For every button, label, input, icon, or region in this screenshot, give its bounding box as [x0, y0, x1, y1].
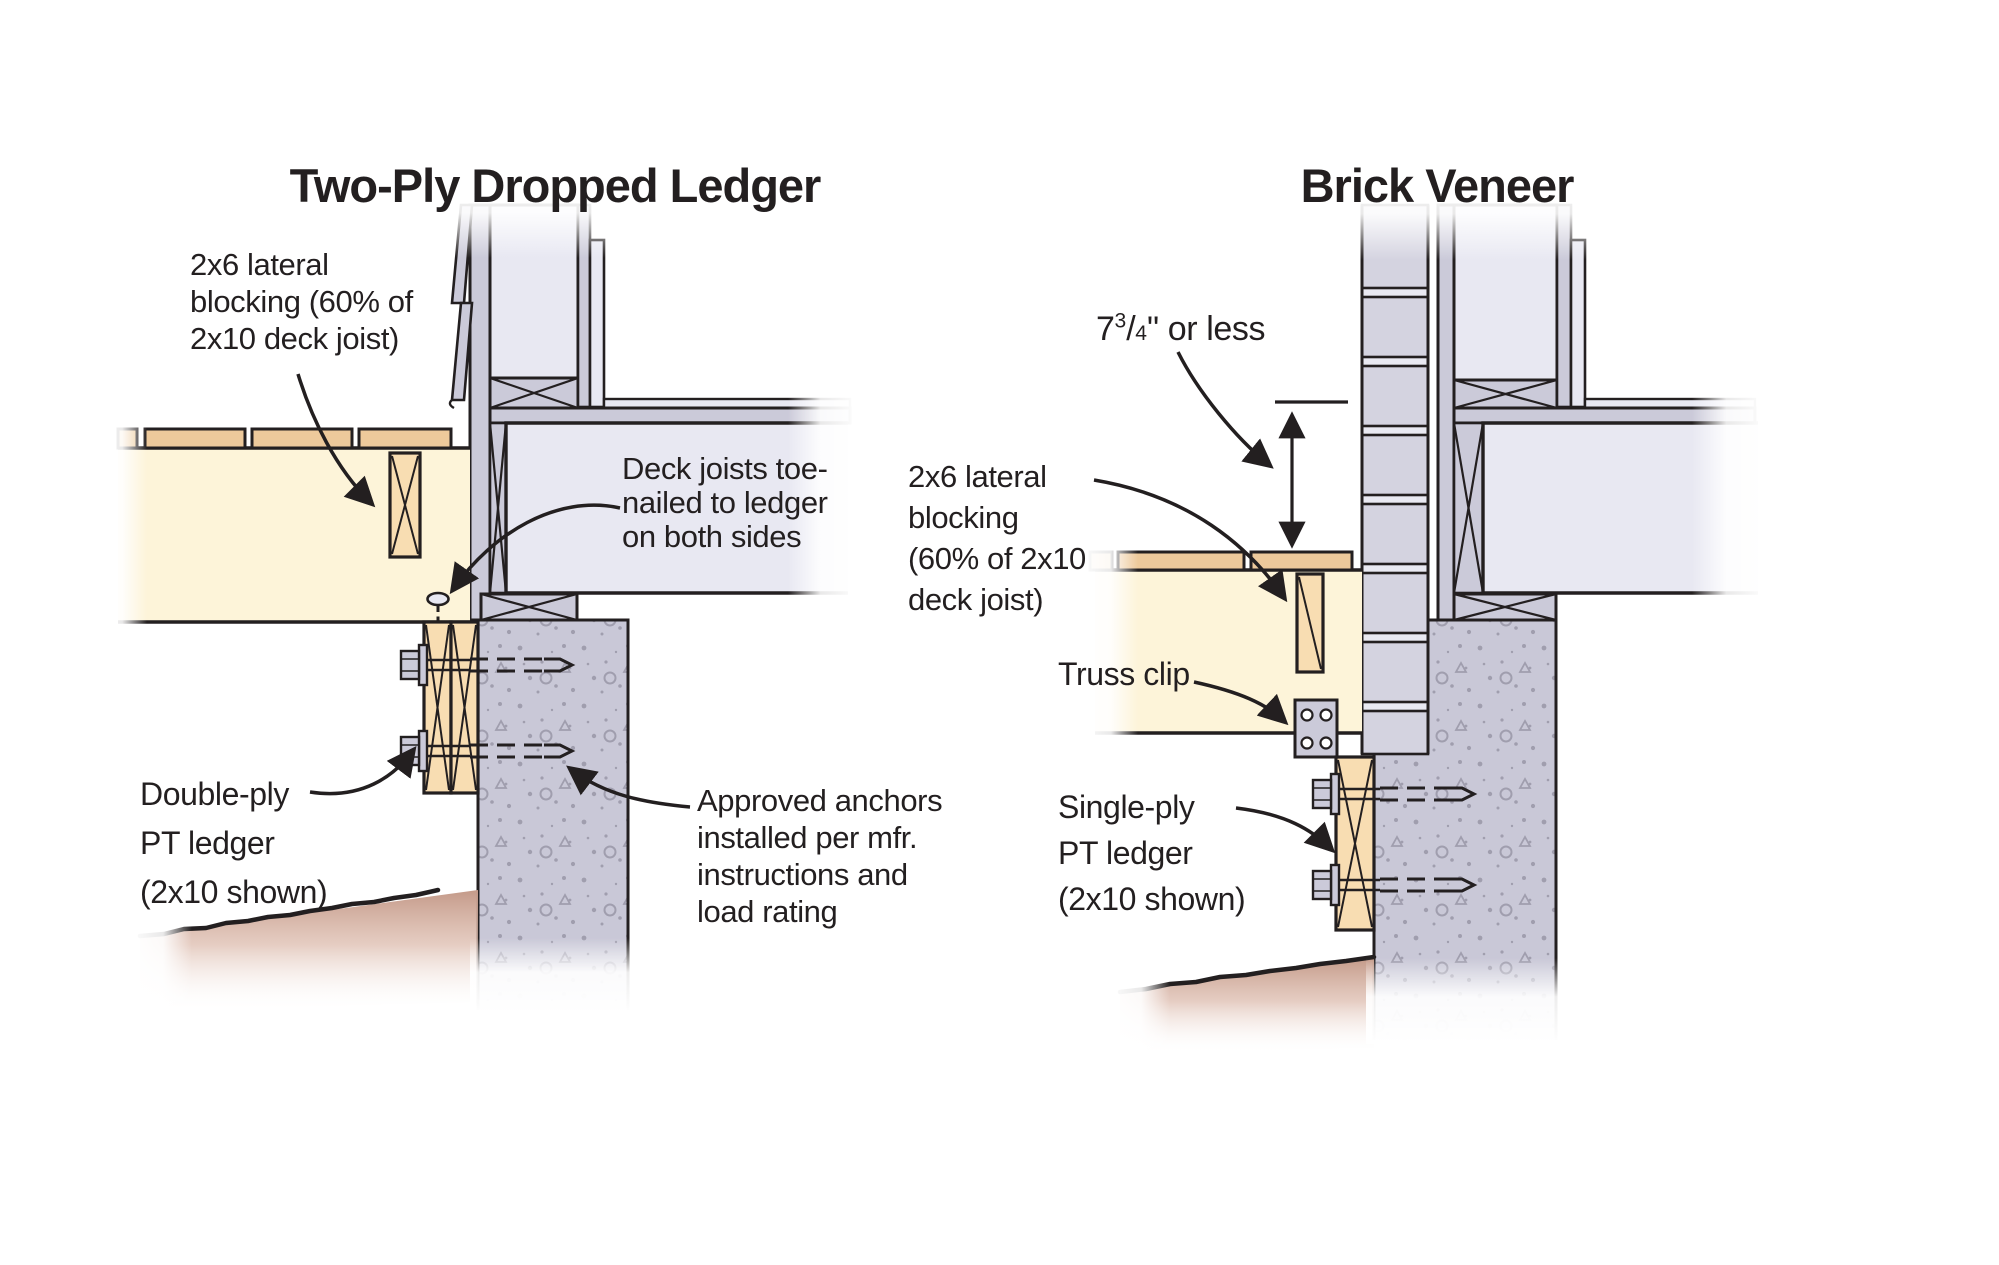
right-ledger-assembly — [1311, 755, 1478, 932]
label-right-truss-clip: Truss clip — [1058, 656, 1190, 692]
left-rim-joist-x — [488, 421, 508, 595]
arrow-right-dimension — [1176, 351, 1274, 469]
right-wall-fireblock-x — [1452, 378, 1559, 410]
left-anchor-bolt-top — [399, 643, 576, 687]
right-deck — [1088, 550, 1362, 759]
right-dimension-arrow — [1275, 400, 1348, 549]
label-left-ledger: Double-ply PT ledger (2x10 shown) — [140, 776, 328, 910]
left-wall-fireblock-x — [488, 376, 580, 410]
right-diagram-title: Brick Veneer — [1300, 159, 1575, 212]
arrow-left-ledger — [309, 746, 417, 796]
label-left-anchors: Approved anchors installed per mfr. inst… — [697, 783, 943, 929]
right-lateral-blocking — [1295, 572, 1325, 674]
left-deck — [116, 427, 470, 656]
right-wall — [1436, 203, 1758, 622]
arrow-right-truss — [1193, 680, 1289, 726]
right-anchor-bolt-top — [1311, 772, 1478, 816]
fade-overlays — [92, 168, 1768, 1058]
right-truss-clip — [1293, 698, 1339, 759]
right-sill-plate-x — [1452, 592, 1558, 622]
right-decking-boards — [1088, 550, 1354, 572]
right-interior-floor-box — [1481, 421, 1758, 595]
label-right-dimension: 73/4" or less — [1096, 310, 1266, 349]
right-brick-veneer — [1360, 203, 1430, 756]
right-detail — [1088, 203, 1758, 1054]
right-anchor-bolt-bottom — [1311, 863, 1478, 907]
arrow-left-anchors — [566, 765, 691, 809]
left-interior-floor-box — [504, 421, 848, 595]
label-right-blocking: 2x6 lateral blocking (60% of 2x10 deck j… — [908, 459, 1086, 617]
right-rim-joist-x — [1452, 421, 1485, 595]
label-left-blocking: 2x6 lateral blocking (60% of 2x10 deck j… — [190, 247, 413, 356]
arrow-right-ledger — [1235, 806, 1336, 854]
left-decking-boards — [116, 427, 453, 450]
left-lateral-blocking — [388, 451, 422, 559]
label-left-toenail: Deck joists toe- nailed to ledger on bot… — [622, 451, 828, 554]
left-diagram-title: Two-Ply Dropped Ledger — [289, 159, 822, 212]
arrow-right-blocking — [1093, 478, 1288, 603]
label-right-ledger: Single-ply PT ledger (2x10 shown) — [1058, 789, 1246, 917]
leader-arrows — [296, 351, 1336, 854]
arrow-left-toenail — [449, 503, 621, 595]
left-sill-plate-x — [479, 592, 579, 622]
arrow-left-blocking — [296, 373, 376, 508]
left-ledger-assembly — [399, 620, 576, 795]
